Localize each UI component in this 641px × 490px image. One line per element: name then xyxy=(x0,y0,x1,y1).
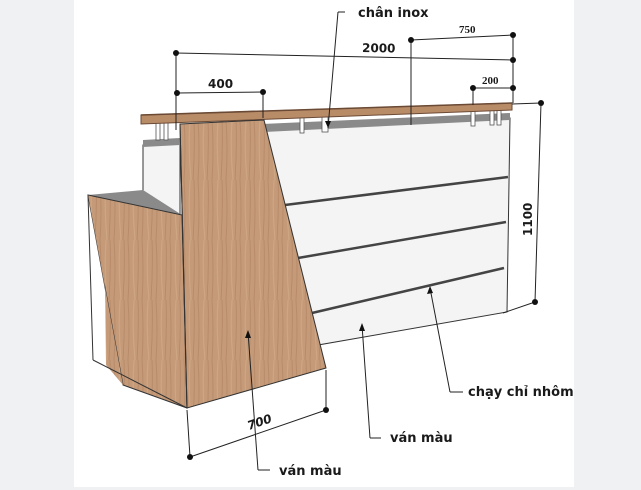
dim-2000: 2000 xyxy=(362,41,396,56)
dim-750: 750 xyxy=(459,24,476,36)
label-van-mau-front: ván màu xyxy=(390,431,453,446)
dim-1100: 1100 xyxy=(521,203,535,236)
label-chan-inox: chân inox xyxy=(358,6,429,21)
dimension-dots xyxy=(173,32,544,460)
aluminium-groove-3 xyxy=(311,266,505,315)
dimension-lines xyxy=(175,11,542,471)
aluminium-groove-1 xyxy=(284,175,509,207)
wood-pedestal xyxy=(179,119,327,409)
label-van-mau-side: ván màu xyxy=(279,464,342,479)
left-low-counter xyxy=(87,190,188,409)
countertop xyxy=(140,102,513,125)
arrow-heads xyxy=(245,121,433,338)
label-chay-chi-nhom: chạy chỉ nhôm xyxy=(468,385,574,400)
dim-200: 200 xyxy=(482,75,499,87)
dim-400: 400 xyxy=(208,77,233,91)
aluminium-groove-2 xyxy=(297,220,507,260)
